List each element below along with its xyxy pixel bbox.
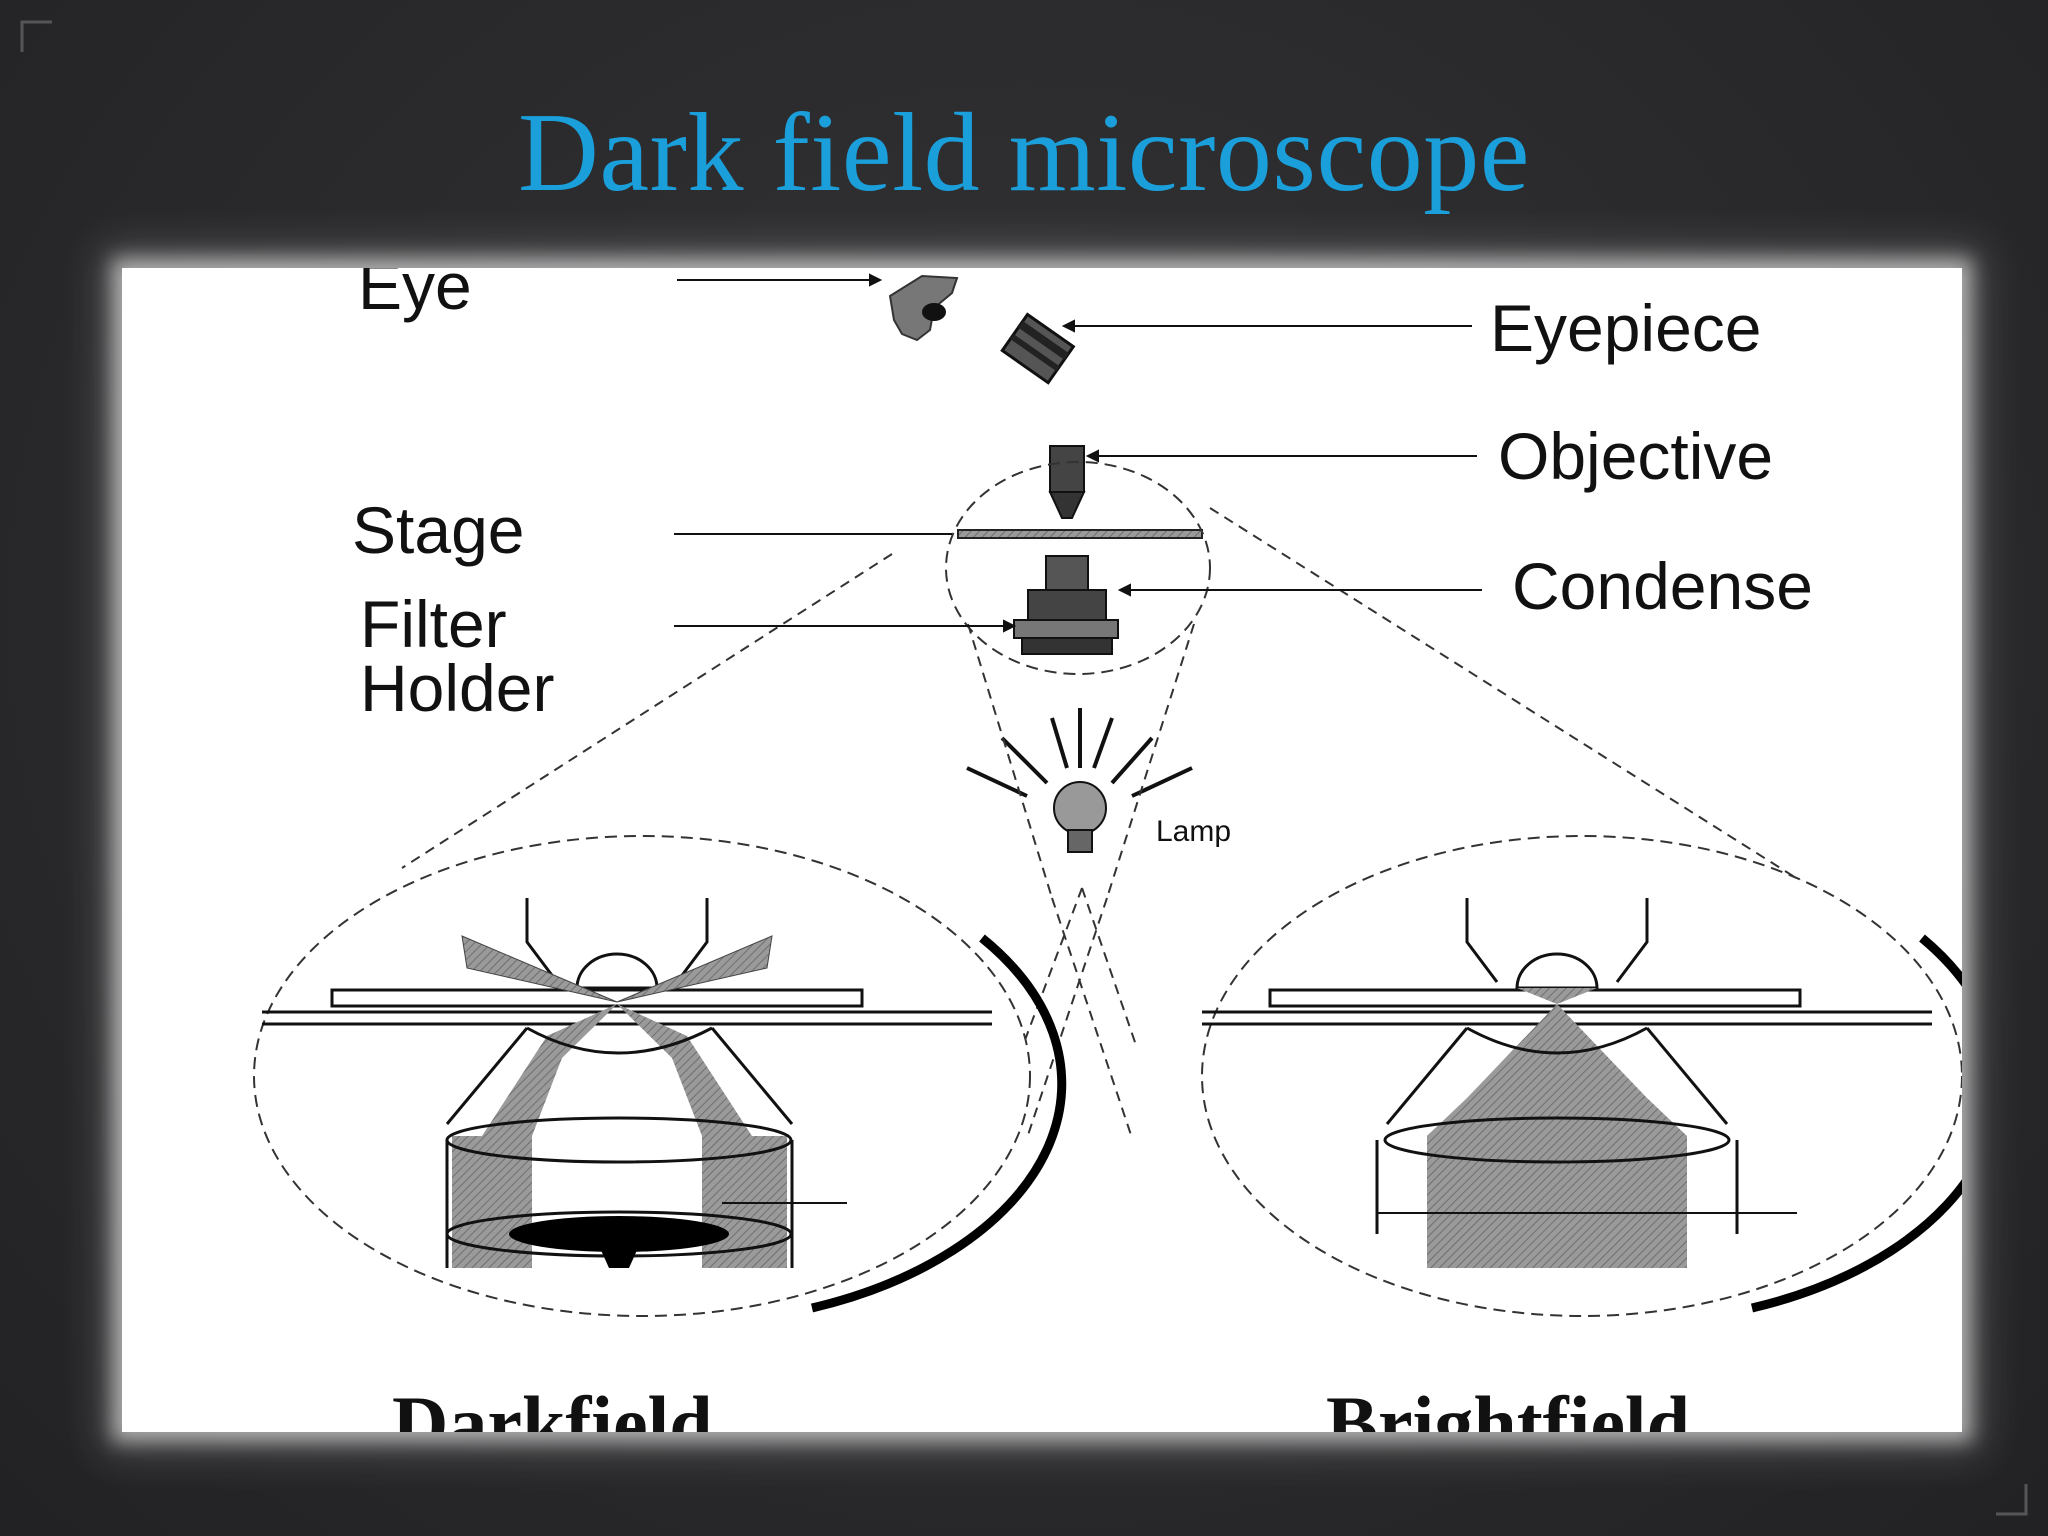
darkfield-panel-drawing	[253, 835, 1067, 1317]
magnify-circle	[945, 461, 1211, 675]
label-holder: Holder	[360, 651, 555, 725]
stage-icon	[957, 529, 1203, 539]
label-lamp: Lamp	[1156, 815, 1232, 848]
corner-ornament-bottom-right	[1996, 1484, 2028, 1516]
slide-title: Dark field microscope	[518, 91, 1530, 215]
label-condenser: Condense	[1512, 549, 1813, 623]
leader-lines	[674, 273, 1482, 633]
corner-ornament-top-left	[20, 20, 52, 52]
label-brightfield: Brightfield	[1326, 1380, 1690, 1433]
lamp-icon	[966, 708, 1193, 853]
label-filter: Filter	[360, 587, 507, 661]
brightfield-panel-drawing	[1201, 835, 1962, 1317]
label-eyepiece: Eyepiece	[1490, 291, 1762, 365]
label-darkfield: Darkfield	[392, 1380, 713, 1433]
condenser-icon	[1013, 555, 1119, 655]
label-eye: Eye	[358, 268, 472, 323]
label-stage: Stage	[352, 493, 525, 567]
eyepiece-icon	[1000, 312, 1076, 385]
microscope-diagram: Eye Eyepiece Objective Stage Filter Hold…	[122, 268, 1962, 1432]
eye-icon	[888, 274, 959, 342]
label-objective: Objective	[1498, 419, 1774, 493]
objective-icon	[1048, 445, 1086, 519]
light-path-lines	[401, 507, 1813, 1139]
diagram-drawing	[253, 273, 1962, 1317]
